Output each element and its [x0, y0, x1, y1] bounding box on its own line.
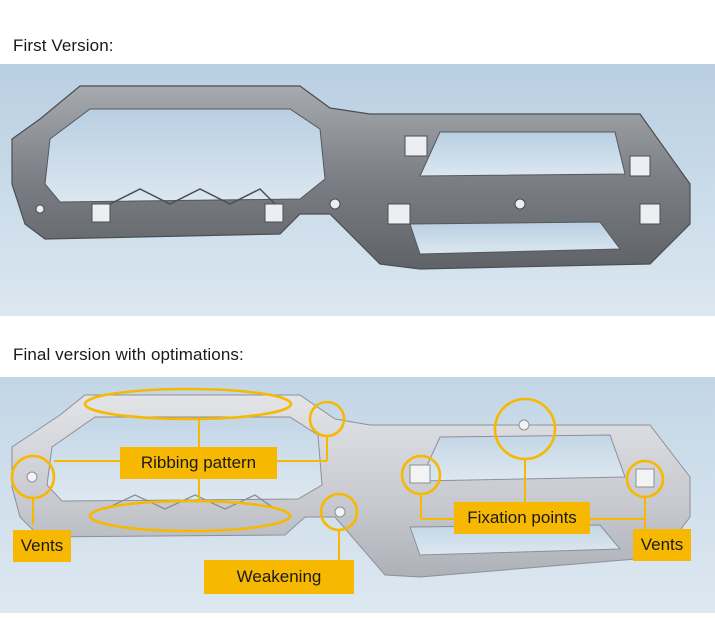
first-version-image: [0, 64, 715, 316]
weakening-label: Weakening: [204, 560, 354, 594]
ribbing-top-highlight: [83, 387, 293, 421]
first-version-part-render: [0, 64, 715, 316]
vents-right-label: Vents: [633, 529, 691, 561]
first-version-heading: First Version:: [13, 36, 114, 55]
final-version-heading: Final version with optimations:: [13, 345, 244, 364]
ribbing-bottom-highlight: [88, 499, 292, 533]
final-version-part-render: [0, 377, 715, 613]
final-version-image: [0, 377, 715, 613]
ribbing-pattern-label: Ribbing pattern: [120, 447, 277, 479]
fixation-points-label: Fixation points: [454, 502, 590, 534]
vents-left-label: Vents: [13, 530, 71, 562]
